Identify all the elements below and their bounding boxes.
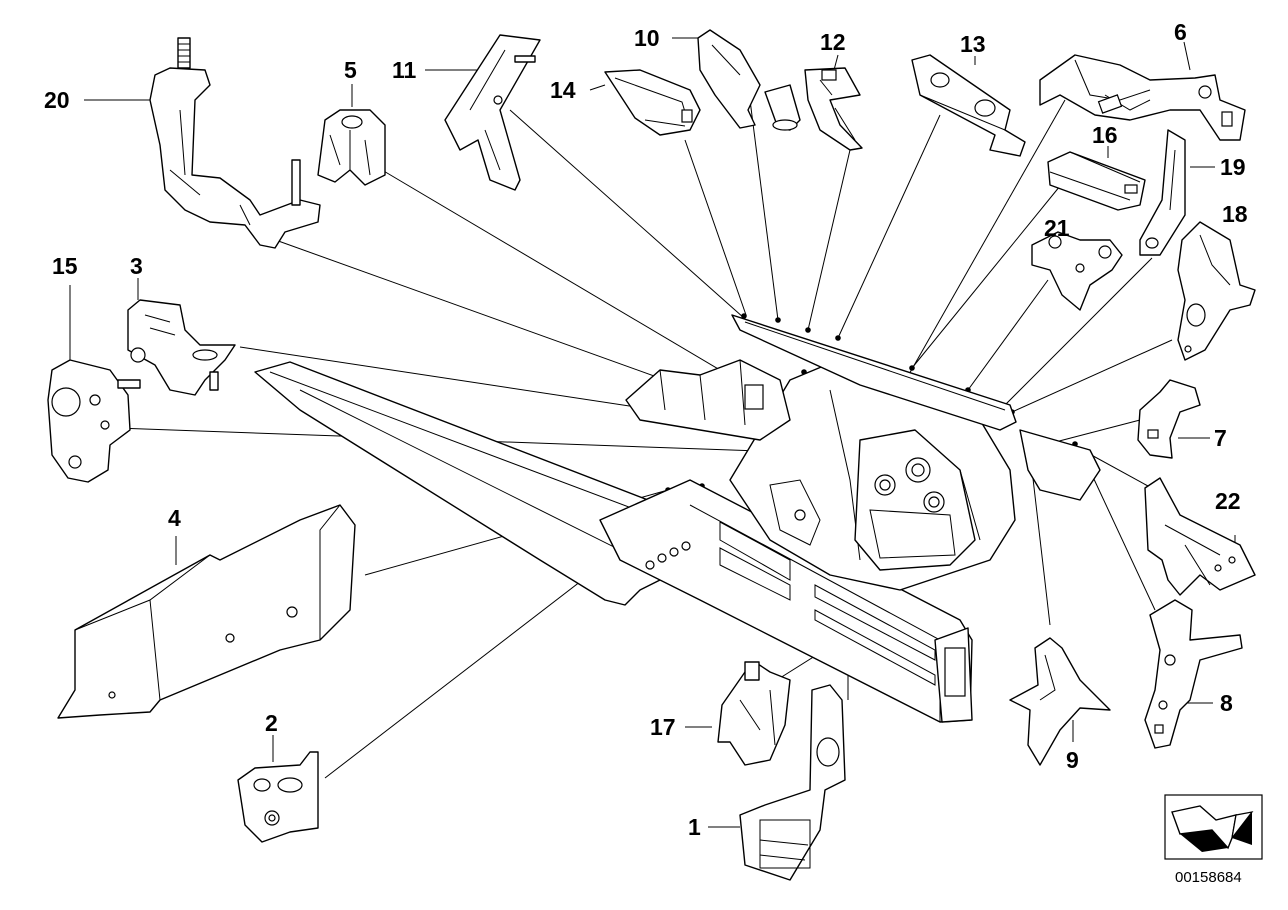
- callout-16: 16: [1092, 122, 1118, 148]
- part-8: [1144, 599, 1243, 749]
- callout-17: 17: [650, 714, 676, 740]
- callout-5: 5: [344, 57, 357, 83]
- callout-2: 2: [265, 710, 278, 736]
- callout-4: 4: [168, 505, 181, 531]
- front-structure-assembly: [254, 314, 1101, 723]
- callout-labels: 20 5 11 14 10 12 13 6 16 19 21 18 15 3 7…: [44, 19, 1248, 840]
- callout-1: 1: [688, 814, 701, 840]
- document-number: 00158684: [1175, 869, 1242, 886]
- part-20: [149, 37, 321, 249]
- part-2: [237, 751, 319, 843]
- callout-14: 14: [550, 77, 576, 103]
- part-21: [1031, 231, 1123, 311]
- part-3: [127, 299, 236, 396]
- part-14: [604, 69, 701, 136]
- part-16: [1047, 151, 1146, 211]
- part-22: [1144, 477, 1256, 596]
- callout-21: 21: [1044, 215, 1070, 241]
- callout-8: 8: [1220, 690, 1233, 716]
- part-4: [57, 504, 356, 719]
- callout-20: 20: [44, 87, 70, 113]
- callout-9: 9: [1066, 747, 1079, 773]
- callout-13: 13: [960, 31, 986, 57]
- callout-18: 18: [1222, 201, 1248, 227]
- part-9: [1009, 637, 1111, 766]
- part-19: [1139, 129, 1186, 256]
- callout-6: 6: [1174, 19, 1187, 45]
- part-10: [697, 29, 801, 131]
- part-1: [739, 684, 846, 881]
- part-7: [1137, 379, 1201, 459]
- part-13: [911, 54, 1026, 157]
- callout-22: 22: [1215, 488, 1241, 514]
- callout-19: 19: [1220, 154, 1246, 180]
- callout-11: 11: [392, 57, 417, 83]
- callout-7: 7: [1214, 425, 1227, 451]
- part-12: [804, 67, 863, 151]
- arrow-view-icon: [1164, 794, 1263, 860]
- part-5: [317, 109, 386, 186]
- callout-10: 10: [634, 25, 660, 51]
- callout-15: 15: [52, 253, 78, 279]
- part-11: [444, 34, 541, 191]
- part-6: [1039, 54, 1246, 141]
- part-15: [47, 359, 141, 483]
- part-18: [1177, 221, 1256, 361]
- part-17: [717, 661, 791, 766]
- callout-12: 12: [820, 29, 846, 55]
- callout-3: 3: [130, 253, 143, 279]
